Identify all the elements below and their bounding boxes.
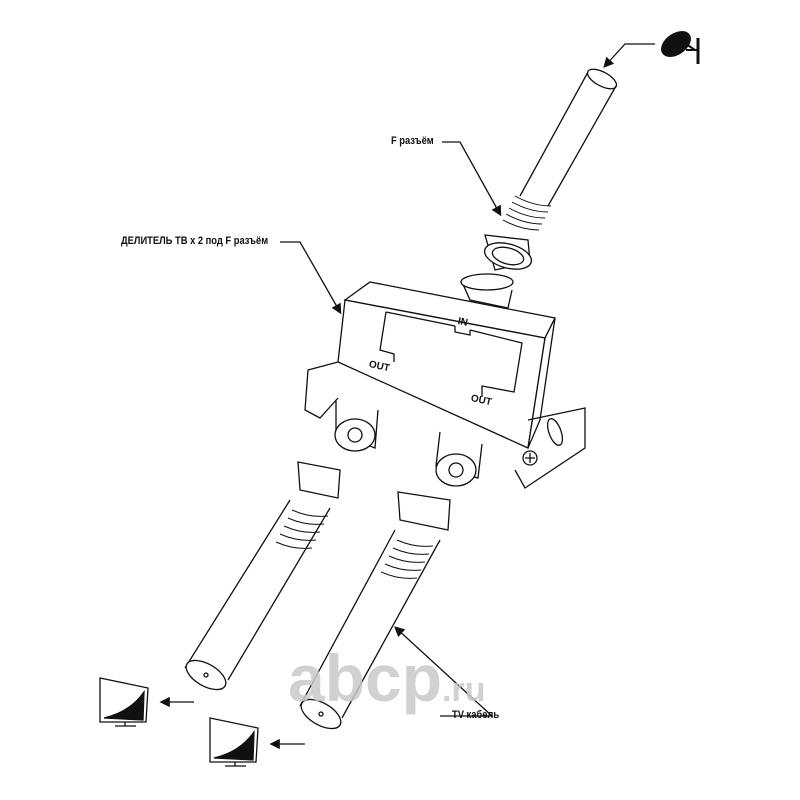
f-connector-label: F разъём (391, 135, 434, 147)
f-connector-leader (442, 141, 502, 217)
splitter-leader (280, 241, 342, 315)
output-port-right (435, 431, 483, 487)
tv-cable-leader (394, 626, 494, 717)
satellite-dish-icon (661, 31, 700, 64)
output-port-left (334, 400, 379, 452)
signal-arrow (603, 43, 655, 68)
input-cable (483, 68, 618, 271)
watermark-suffix: .ru (442, 671, 486, 709)
tv-icon (99, 677, 149, 727)
output-cable-left (184, 461, 341, 691)
splitter-label: ДЕЛИТЕЛЬ ТВ х 2 под F разъём (121, 235, 269, 247)
output-cable-right (299, 491, 451, 730)
watermark: abcp.ru (288, 640, 486, 716)
watermark-main: abcp (288, 641, 443, 715)
splitter-body (304, 273, 586, 489)
tv-cable-label: TV кабель (452, 709, 500, 721)
tv-icon (209, 717, 259, 767)
